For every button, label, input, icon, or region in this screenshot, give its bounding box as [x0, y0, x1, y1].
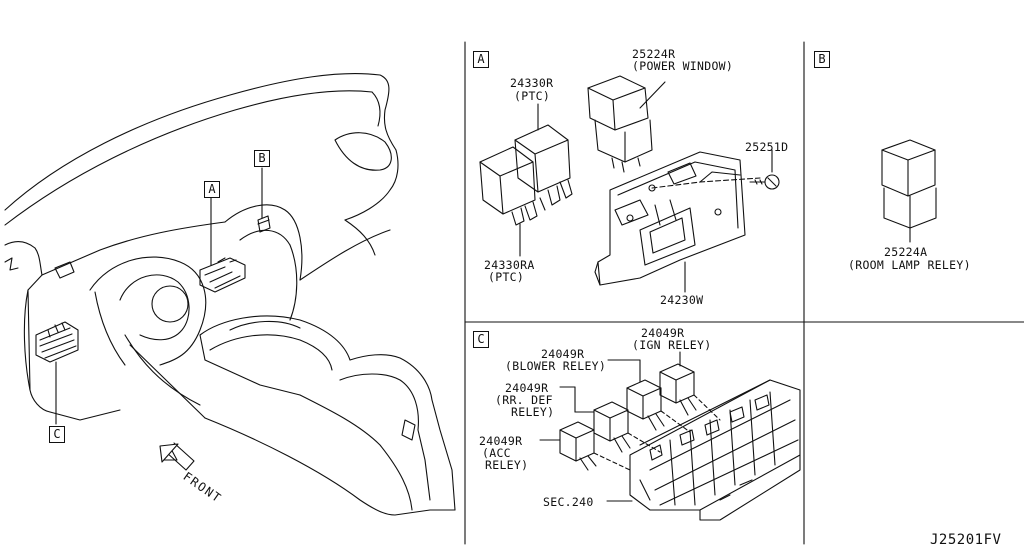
part-number-25224r: 25224R — [632, 47, 676, 61]
room-lamp-relay — [882, 140, 936, 228]
part-desc-power-window: (POWER WINDOW) — [632, 59, 734, 73]
dashboard-illustration — [5, 74, 455, 515]
power-window-relay — [588, 76, 652, 172]
part-number-24330r: 24330R — [510, 76, 554, 90]
part-number-25251d: 25251D — [745, 140, 789, 154]
overview-leaders — [56, 168, 262, 424]
part-desc-rr-def-1: (RR. DEF — [495, 393, 553, 407]
part-desc-acc-2: RELEY) — [485, 458, 529, 472]
screw-path — [652, 172, 760, 188]
relay-location-b — [258, 216, 270, 232]
relay-bracket — [595, 152, 745, 285]
ptc-relay-24330r — [515, 125, 572, 205]
part-desc-rr-def-2: RELEY) — [511, 405, 555, 419]
leader-25224r — [640, 82, 665, 108]
part-desc-blower: (BLOWER RELEY) — [505, 359, 607, 373]
part-desc-room-lamp: (ROOM LAMP RELEY) — [848, 258, 971, 272]
acc-relay — [560, 422, 630, 470]
ign-relay — [660, 364, 720, 420]
fuse-block — [630, 380, 800, 520]
part-desc-ptc-2: (PTC) — [488, 270, 525, 284]
ptc-relay-24330ra — [480, 147, 545, 225]
part-number-ign: 24049R — [641, 326, 685, 340]
relay-location-c — [36, 322, 78, 362]
part-number-25224a: 25224A — [884, 245, 928, 259]
panel-frame — [465, 42, 1024, 544]
relay-location-a — [200, 258, 245, 292]
part-number-rr-def: 24049R — [505, 381, 549, 395]
callout-b-tag: B — [254, 150, 270, 167]
part-desc-ign: (IGN RELEY) — [632, 338, 712, 352]
diagram-code: J25201FV — [930, 532, 1002, 548]
panel-c-tag: C — [473, 331, 489, 348]
part-number-acc: 24049R — [479, 434, 523, 448]
part-desc-ptc-1: (PTC) — [514, 89, 551, 103]
part-number-24230w: 24230W — [660, 293, 704, 307]
callout-c-tag: C — [49, 426, 65, 443]
part-number-blower: 24049R — [541, 347, 585, 361]
panel-a-tag: A — [473, 51, 489, 68]
front-arrow-icon — [160, 443, 194, 470]
part-desc-acc-1: (ACC — [482, 446, 511, 460]
callout-a-tag: A — [204, 181, 220, 198]
part-number-sec240: SEC.240 — [543, 495, 594, 509]
screw-25251d — [750, 175, 779, 189]
part-number-24330ra: 24330RA — [484, 258, 535, 272]
panel-b-tag: B — [814, 51, 830, 68]
